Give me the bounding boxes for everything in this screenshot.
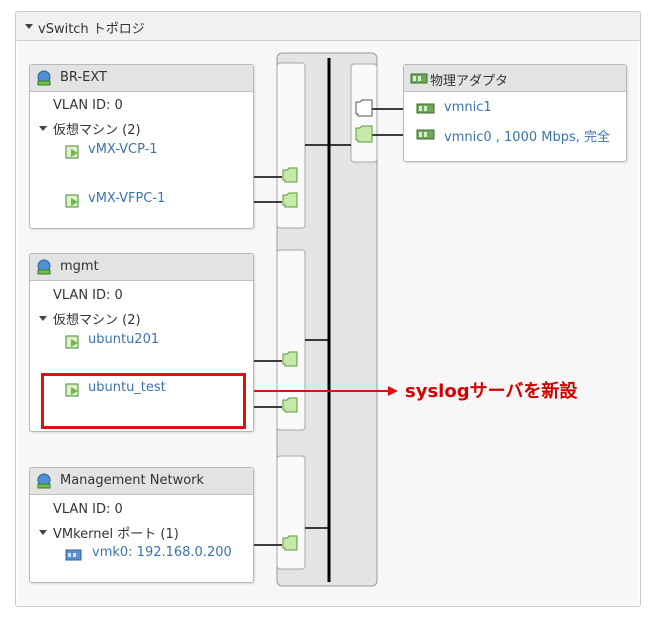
vm-section-label: 仮想マシン (2) xyxy=(53,123,141,138)
portgroup-name: mgmt xyxy=(60,259,99,274)
port-icon[interactable] xyxy=(282,167,298,183)
expand-caret-icon[interactable] xyxy=(39,316,47,321)
expand-caret-icon[interactable] xyxy=(39,530,47,535)
portgroup-box-management-network xyxy=(276,455,306,570)
uplink-port-active-icon[interactable] xyxy=(355,125,373,143)
portgroup-header[interactable]: Management Network xyxy=(30,468,253,495)
portgroup-name: Management Network xyxy=(60,473,205,488)
portgroup-name: BR-EXT xyxy=(60,70,107,85)
panel-header[interactable]: vSwitch トポロジ xyxy=(16,12,640,41)
physical-adapters-box[interactable]: 物理アダプタ vmnic1 vmnic0 , 1000 Mbps, 完全 xyxy=(403,64,627,162)
vm-section-label: 仮想マシン (2) xyxy=(53,313,141,328)
portgroup-management-network[interactable]: Management Network VLAN ID: 0 VMkernel ポ… xyxy=(29,467,254,583)
network-globe-icon xyxy=(37,473,51,489)
portgroup-br-ext[interactable]: BR-EXT VLAN ID: 0 仮想マシン (2) vMX-VCP-1 vM… xyxy=(29,64,254,229)
port-icon[interactable] xyxy=(282,397,298,413)
portgroup-header[interactable]: BR-EXT xyxy=(30,65,253,92)
physical-nic-icon xyxy=(416,129,435,140)
port-icon[interactable] xyxy=(282,535,298,551)
vm-icon xyxy=(65,335,79,349)
vlan-id: VLAN ID: 0 xyxy=(53,288,123,303)
port-icon[interactable] xyxy=(282,192,298,208)
portgroup-header[interactable]: mgmt xyxy=(30,254,253,281)
vmkernel-link[interactable]: vmk0: 192.168.0.200 xyxy=(92,545,232,560)
adapters-header[interactable]: 物理アダプタ xyxy=(404,65,626,92)
annotation-highlight-box xyxy=(41,373,246,429)
vm-icon xyxy=(65,145,79,159)
portgroup-mgmt[interactable]: mgmt VLAN ID: 0 仮想マシン (2) ubuntu201 ubun… xyxy=(29,253,254,432)
expand-caret-icon[interactable] xyxy=(39,126,47,131)
adapter-link[interactable]: vmnic1 xyxy=(444,100,492,115)
vlan-id: VLAN ID: 0 xyxy=(53,502,123,517)
annotation-text: syslogサーバを新設 xyxy=(405,381,578,402)
collapse-caret-icon[interactable] xyxy=(25,24,33,29)
adapters-title: 物理アダプタ xyxy=(430,74,509,89)
vmkernel-nic-icon xyxy=(65,549,82,561)
physical-nic-icon xyxy=(410,73,428,84)
network-globe-icon xyxy=(37,259,51,275)
network-globe-icon xyxy=(37,70,51,86)
port-icon[interactable] xyxy=(282,351,298,367)
physical-nic-icon xyxy=(416,103,435,114)
vm-link[interactable]: ubuntu201 xyxy=(88,332,160,347)
uplink-port-unused-icon[interactable] xyxy=(355,99,373,117)
vm-icon xyxy=(65,383,79,397)
vm-link[interactable]: ubuntu_test xyxy=(88,380,166,395)
vm-icon xyxy=(65,194,79,208)
annotation-arrowhead xyxy=(388,386,398,396)
vm-link[interactable]: vMX-VCP-1 xyxy=(88,142,158,157)
vm-link[interactable]: vMX-VFPC-1 xyxy=(88,191,166,206)
vlan-id: VLAN ID: 0 xyxy=(53,98,123,113)
adapter-link[interactable]: vmnic0 , 1000 Mbps, 完全 xyxy=(444,130,610,145)
vmkernel-section-label: VMkernel ポート (1) xyxy=(53,527,179,542)
panel-title: vSwitch トポロジ xyxy=(38,22,145,37)
